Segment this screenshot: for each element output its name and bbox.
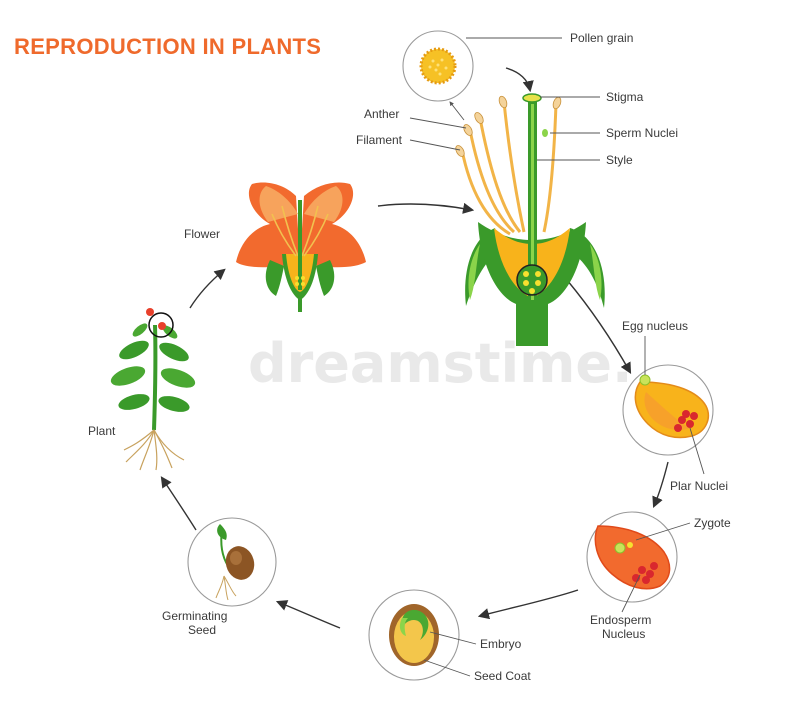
arrow-egg-to-zygote — [652, 461, 669, 509]
flower-cross-section — [455, 93, 605, 346]
leader-endosperm — [621, 574, 641, 613]
label-germinating-line1: Germinating — [162, 609, 227, 623]
label-sperm-nuclei: Sperm Nuclei — [606, 126, 678, 140]
sperm-nucleus-dot — [542, 129, 548, 137]
watermark: dreamstime. — [248, 332, 633, 395]
label-plar-nuclei: Plar Nuclei — [670, 479, 728, 493]
arrow-flower-to-fertilization — [377, 202, 475, 214]
label-anther: Anther — [364, 107, 399, 121]
seed-embryo-illustration — [368, 589, 460, 681]
label-pollen-grain: Pollen grain — [570, 31, 633, 45]
arrow-zygote-to-embryo — [477, 589, 579, 620]
arrow-anther-to-pollen — [449, 101, 465, 121]
label-flower: Flower — [184, 227, 220, 241]
leader-anther — [409, 117, 467, 129]
label-embryo: Embryo — [480, 637, 522, 651]
leader-plar-nuclei — [689, 427, 705, 475]
leader-seed-coat — [423, 659, 471, 677]
flower-illustration — [236, 182, 366, 312]
label-seed-coat: Seed Coat — [474, 669, 531, 683]
label-endosperm-line2: Nucleus — [602, 627, 645, 641]
arrow-pollen-to-stigma — [505, 67, 534, 93]
label-egg-nucleus: Egg nucleus — [622, 319, 688, 333]
arrow-fertilization-to-egg — [566, 279, 632, 374]
label-plant: Plant — [88, 424, 116, 438]
leader-embryo — [429, 631, 477, 645]
page-title: REPRODUCTION IN PLANTS — [14, 34, 321, 59]
label-style: Style — [606, 153, 633, 167]
leader-filament — [409, 139, 461, 151]
arrow-plant-to-flower — [189, 268, 226, 309]
label-endosperm-line1: Endosperm — [590, 613, 651, 627]
germinating-seed-illustration — [187, 517, 277, 607]
label-germinating-line2: Seed — [188, 623, 216, 637]
label-stigma: Stigma — [606, 90, 644, 104]
plant-illustration — [110, 308, 196, 471]
leader-zygote — [635, 522, 691, 541]
zygote-illustration — [586, 511, 678, 603]
egg-nucleus-illustration — [622, 364, 714, 456]
label-filament: Filament — [356, 133, 403, 147]
arrow-embryo-to-germinating — [275, 600, 341, 629]
pollen-grain-illustration — [402, 30, 474, 102]
arrow-germinating-to-plant — [160, 476, 197, 531]
label-zygote: Zygote — [694, 516, 731, 530]
